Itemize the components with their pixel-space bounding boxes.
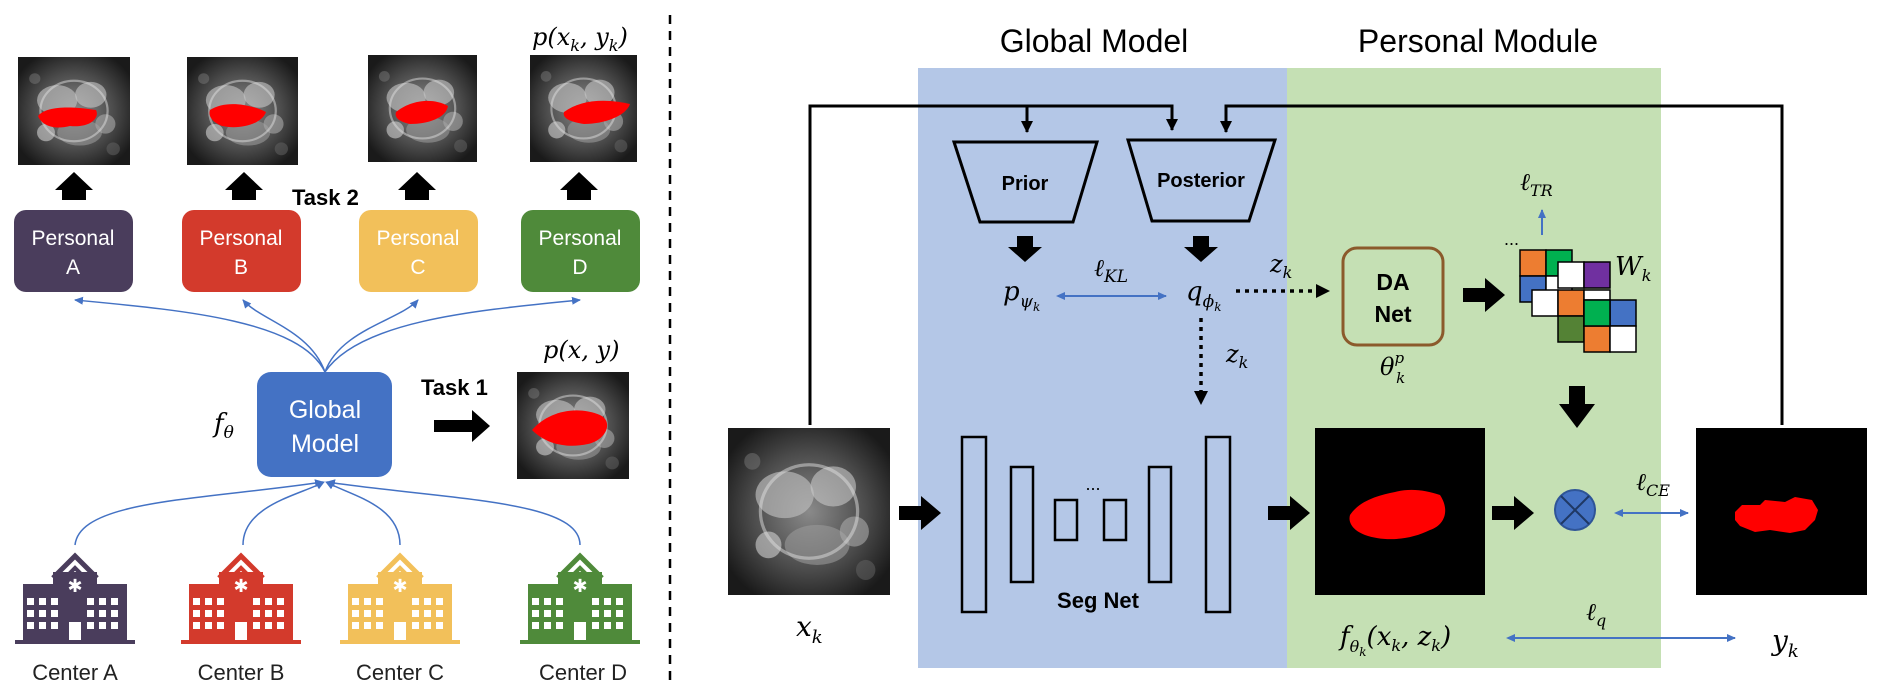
weights-down-arrow (1559, 386, 1595, 428)
da-net-line2: Net (1374, 301, 1411, 327)
mri-thumb-d (530, 55, 637, 162)
center-building-a[interactable]: ✱ (15, 552, 135, 644)
output-to-otimes-arrow (1492, 496, 1534, 530)
mask-global (532, 410, 608, 446)
mask-b (209, 104, 266, 128)
input-mri-xk (728, 428, 890, 595)
seg-net-label: Seg Net (1057, 588, 1140, 613)
personal-a-line2: A (66, 256, 80, 279)
w-k: Wk (1615, 252, 1651, 285)
global-model-line2: Model (291, 430, 359, 458)
posterior-down-arrow (1184, 236, 1218, 262)
segnet-dots: ... (1085, 474, 1100, 494)
posterior-label: Posterior (1157, 170, 1245, 192)
svg-text:✱: ✱ (392, 576, 407, 597)
y-k: yk (1770, 624, 1799, 662)
weights-dots: ... (1504, 229, 1519, 249)
mask-c (395, 100, 448, 124)
personal-a-line1: Personal (32, 227, 115, 250)
personal-box-d[interactable]: Personal D (521, 210, 640, 292)
mask-a (38, 107, 97, 128)
global-model-title: Global Model (1000, 23, 1189, 59)
center-a-label: Center A (32, 660, 118, 685)
personal-b-line2: B (234, 256, 248, 279)
global-model-region (918, 68, 1287, 668)
personal-module-title: Personal Module (1358, 23, 1598, 59)
feedback-lines (808, 104, 1784, 425)
center-building-c[interactable]: ✱ (340, 552, 460, 644)
prior-down-arrow (1008, 236, 1042, 262)
prior-block[interactable]: Prior (951, 140, 1100, 224)
segnet-to-output-arrow (1268, 496, 1310, 530)
right-panel: Global Model Personal Module Prior Poste… (728, 23, 1867, 668)
personal-c-line1: Personal (377, 227, 460, 250)
x-k: xk (796, 610, 823, 648)
global-to-personal-arrows (74, 296, 581, 373)
prior-label: Prior (1002, 173, 1049, 195)
center-building-b[interactable]: ✱ (181, 552, 301, 644)
prediction-output (1315, 428, 1485, 595)
z-k-upper: zk (1269, 250, 1292, 282)
da-net-line1: DA (1376, 269, 1409, 295)
task1-arrow (434, 410, 490, 442)
weights-grid-icon (1519, 249, 1637, 353)
p-xy-label: p(x, y) (543, 336, 619, 364)
mri-thumb-c (368, 55, 477, 162)
f-theta-label: fθ (212, 409, 234, 443)
personal-box-c[interactable]: Personal C (359, 210, 478, 292)
l-tr: ℓTR (1520, 168, 1553, 200)
center-c-label: Center C (356, 660, 444, 685)
mri-thumb-b (187, 57, 298, 165)
da-to-weights-arrow (1463, 278, 1505, 312)
z-k-lower: zk (1225, 340, 1248, 372)
zk-right-head (1316, 284, 1330, 298)
otimes-operator (1554, 489, 1596, 531)
posterior-block[interactable]: Posterior (1125, 138, 1278, 223)
svg-text:✱: ✱ (233, 576, 248, 597)
personal-b-line1: Personal (200, 227, 283, 250)
center-to-global-arrows (74, 479, 581, 546)
l-q: ℓq (1586, 598, 1606, 630)
q-phi-k: qϕk (1186, 277, 1222, 314)
mask-d (563, 100, 630, 124)
global-model-box[interactable]: Global Model (257, 372, 392, 477)
p-xkyk-label: p(xk, yk) (532, 23, 628, 55)
personal-box-a[interactable]: Personal A (14, 210, 133, 292)
svg-text:✱: ✱ (572, 576, 587, 597)
center-building-d[interactable]: ✱ (520, 552, 640, 644)
mri-thumb-a (18, 57, 130, 165)
l-kl: ℓKL (1094, 254, 1128, 287)
mri-global-output (517, 372, 629, 479)
input-to-segnet-arrow (899, 496, 941, 530)
l-ce: ℓCE (1636, 468, 1670, 500)
zk-down-head (1194, 391, 1208, 405)
center-b-label: Center B (198, 660, 285, 685)
p-psi-k: pψk (1003, 277, 1040, 314)
task2-label: Task 2 (292, 185, 359, 210)
seg-net-block[interactable] (960, 435, 1232, 614)
left-panel: Task 2 Personal A Personal B Personal C … (14, 23, 640, 685)
ground-truth-yk (1696, 428, 1867, 595)
personal-c-line2: C (410, 256, 425, 279)
svg-text:✱: ✱ (67, 576, 82, 597)
personal-box-b[interactable]: Personal B (182, 210, 301, 292)
task1-label: Task 1 (421, 375, 488, 400)
up-arrows (55, 172, 598, 200)
f-theta-k-xz: fθk(xk, zk) (1338, 622, 1451, 659)
da-net-block[interactable]: DA Net (1341, 246, 1445, 347)
personal-d-line1: Personal (539, 227, 622, 250)
global-model-line1: Global (289, 396, 361, 424)
personal-d-line2: D (572, 256, 587, 279)
center-d-label: Center D (539, 660, 627, 685)
